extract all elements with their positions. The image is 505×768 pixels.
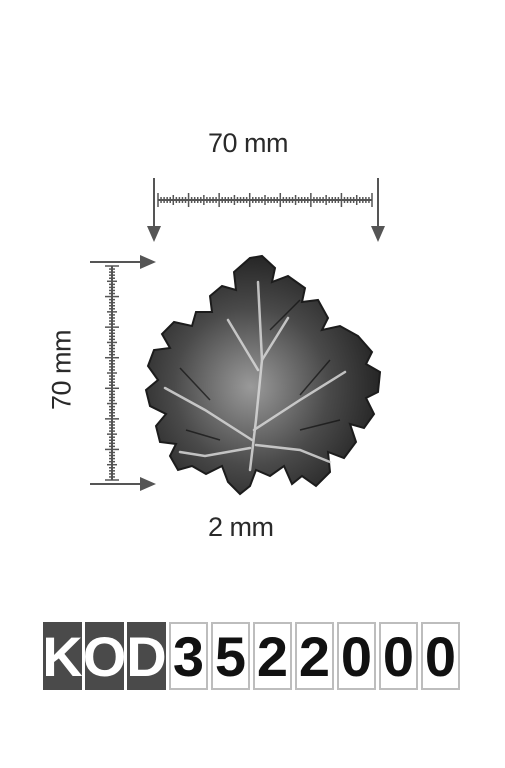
width-ruler <box>147 178 385 242</box>
code-digit-cell: 2 <box>295 622 334 690</box>
code-digit-cell: 0 <box>421 622 460 690</box>
grape-leaf-icon <box>144 254 382 496</box>
code-prefix-cell: D <box>126 622 167 690</box>
height-ruler <box>90 255 156 491</box>
code-digit-cell: 5 <box>211 622 250 690</box>
code-digit-cell: 3 <box>169 622 208 690</box>
code-digit-cell: 2 <box>253 622 292 690</box>
code-prefix-cell: K <box>42 622 83 690</box>
code-digit-cell: 0 <box>337 622 376 690</box>
code-digit-cell: 0 <box>379 622 418 690</box>
width-dimension-label: 70 mm <box>208 128 289 158</box>
thickness-dimension-label: 2 mm <box>208 512 274 542</box>
height-dimension-label: 70 mm <box>46 329 77 411</box>
product-code: K O D 3 5 2 2 0 0 0 <box>42 622 460 690</box>
code-prefix-cell: O <box>83 622 126 690</box>
